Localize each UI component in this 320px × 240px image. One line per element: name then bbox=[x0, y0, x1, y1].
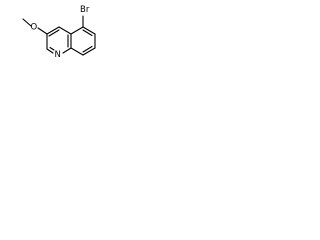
bond-c7-c8-inner bbox=[82, 45, 93, 53]
nitrogen-label: N bbox=[55, 50, 61, 60]
bond-c3-o bbox=[37, 27, 48, 35]
bond-o-ch3 bbox=[22, 18, 32, 27]
bond-c3-c4 bbox=[46, 26, 60, 35]
bond-c8-c8a bbox=[70, 47, 84, 56]
bond-c5-c6 bbox=[82, 26, 96, 35]
bond-c7-c8 bbox=[82, 47, 96, 56]
bond-n1-c2 bbox=[46, 48, 54, 54]
structure-canvas: Br O N bbox=[0, 0, 106, 74]
quinoline-structure: Br O N bbox=[22, 5, 96, 60]
bond-c3-c4-inner bbox=[48, 29, 60, 37]
oxygen-label: O bbox=[31, 23, 38, 33]
bond-c8a-n1 bbox=[62, 47, 72, 54]
bond-n1-c2-inner bbox=[49, 46, 55, 51]
bond-c4a-c5 bbox=[70, 26, 84, 35]
bromine-label: Br bbox=[80, 5, 90, 15]
bond-c4-c4a bbox=[58, 26, 72, 35]
bond-c5-c6-inner bbox=[82, 29, 93, 37]
